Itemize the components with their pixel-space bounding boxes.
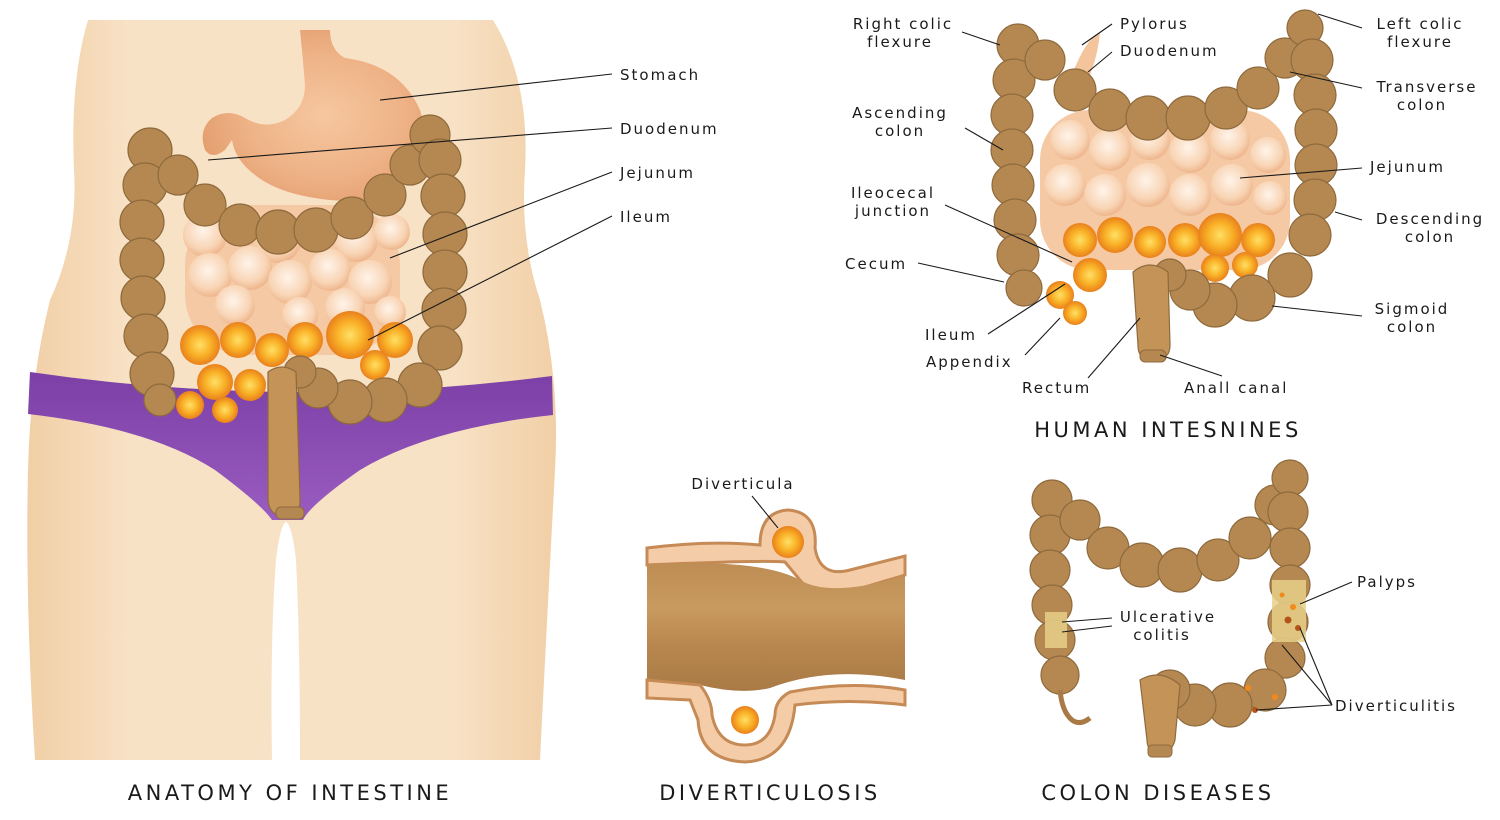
hi-pylorus xyxy=(1072,32,1100,75)
hi-label-ileocecal-junction-1: Ileocecal xyxy=(851,184,935,202)
hi-large-intestine xyxy=(990,9,1338,328)
anal-canal xyxy=(275,506,305,520)
label-ulcerative-colitis-2: colitis xyxy=(1133,626,1191,644)
rectum xyxy=(267,366,301,516)
diverticulum-pouch-bottom xyxy=(731,706,759,734)
hi-label-ascending-colon-2: colon xyxy=(875,122,925,140)
cd-large-intestine xyxy=(1029,459,1311,728)
colon-diseases-panel: Ulcerative colitis Palyps Diverticulitis… xyxy=(1029,459,1457,805)
hi-label-descending-colon-1: Descending xyxy=(1376,210,1484,228)
hi-rectum xyxy=(1132,264,1171,359)
diverticulum-lower xyxy=(645,678,907,764)
polyps-zone xyxy=(1272,580,1306,642)
polyp-dot xyxy=(1284,616,1292,624)
label-duodenum: Duodenum xyxy=(620,120,719,138)
polyp-dot xyxy=(1279,592,1285,598)
colon-lumen xyxy=(647,563,905,691)
cd-appendix xyxy=(1057,689,1092,726)
diverticulitis-dot xyxy=(1252,707,1258,713)
hi-label-left-colic-flexure-2: flexure xyxy=(1387,33,1453,51)
hi-label-ileum: Ileum xyxy=(925,326,977,344)
label-ulcerative-colitis-1: Ulcerative xyxy=(1120,608,1216,626)
hi-label-sigmoid-colon-1: Sigmoid xyxy=(1375,300,1450,318)
caption-anatomy: ANATOMY OF INTESTINE xyxy=(128,781,452,805)
polyp-dot xyxy=(1295,625,1301,631)
hi-anal-canal xyxy=(1139,349,1167,363)
hi-label-transverse-colon-2: colon xyxy=(1397,96,1447,114)
label-jejunum: Jejunum xyxy=(619,164,695,182)
hi-label-appendix: Appendix xyxy=(926,353,1013,371)
hi-label-cecum: Cecum xyxy=(845,255,907,273)
hi-label-right-colic-flexure-2: flexure xyxy=(867,33,933,51)
anatomy-panel: Stomach Duodenum Jejunum Ileum ANATOMY O… xyxy=(27,20,719,805)
hi-label-pylorus: Pylorus xyxy=(1120,15,1189,33)
diverticulitis-dot xyxy=(1272,694,1278,700)
label-diverticulitis: Diverticulitis xyxy=(1335,697,1457,715)
hi-label-duodenum: Duodenum xyxy=(1120,42,1219,60)
caption-colon-diseases: COLON DISEASES xyxy=(1041,781,1274,805)
hi-ileum-region xyxy=(1046,213,1275,325)
label-ileum: Ileum xyxy=(620,208,672,226)
large-intestine xyxy=(119,114,468,425)
ulcerative-colitis-zone xyxy=(1045,612,1067,648)
hi-label-left-colic-flexure-1: Left colic xyxy=(1377,15,1464,33)
hi-label-rectum: Rectum xyxy=(1022,379,1091,397)
hi-label-ascending-colon-1: Ascending xyxy=(852,104,948,122)
hi-label-right-colic-flexure-1: Right colic xyxy=(853,15,953,33)
polyp-dot xyxy=(1290,604,1296,610)
caption-diverticulosis: DIVERTICULOSIS xyxy=(659,781,880,805)
diverticulitis-dot xyxy=(1245,685,1251,691)
ileum-region xyxy=(176,311,413,423)
human-intestines-panel: Right colic flexure Pylorus Duodenum Lef… xyxy=(845,9,1484,442)
hi-label-jejunum: Jejunum xyxy=(1369,158,1445,176)
hi-label-descending-colon-2: colon xyxy=(1405,228,1455,246)
hi-label-transverse-colon-1: Transverse xyxy=(1376,78,1478,96)
cd-anal-canal xyxy=(1147,744,1173,758)
diverticulum-pouch-top xyxy=(772,526,804,558)
hi-label-anal-canal: Anall canal xyxy=(1184,379,1288,397)
label-stomach: Stomach xyxy=(620,66,700,84)
caption-human-intestines: HUMAN INTESNINES xyxy=(1034,418,1302,442)
label-diverticula: Diverticula xyxy=(691,475,794,493)
hi-label-sigmoid-colon-2: colon xyxy=(1387,318,1437,336)
diverticulosis-panel: Diverticula DIVERTICULOSIS xyxy=(645,475,907,805)
stomach xyxy=(202,30,425,201)
cd-rectum xyxy=(1139,674,1181,753)
label-polyps: Palyps xyxy=(1357,573,1417,591)
hi-label-ileocecal-junction-2: junction xyxy=(854,202,931,220)
